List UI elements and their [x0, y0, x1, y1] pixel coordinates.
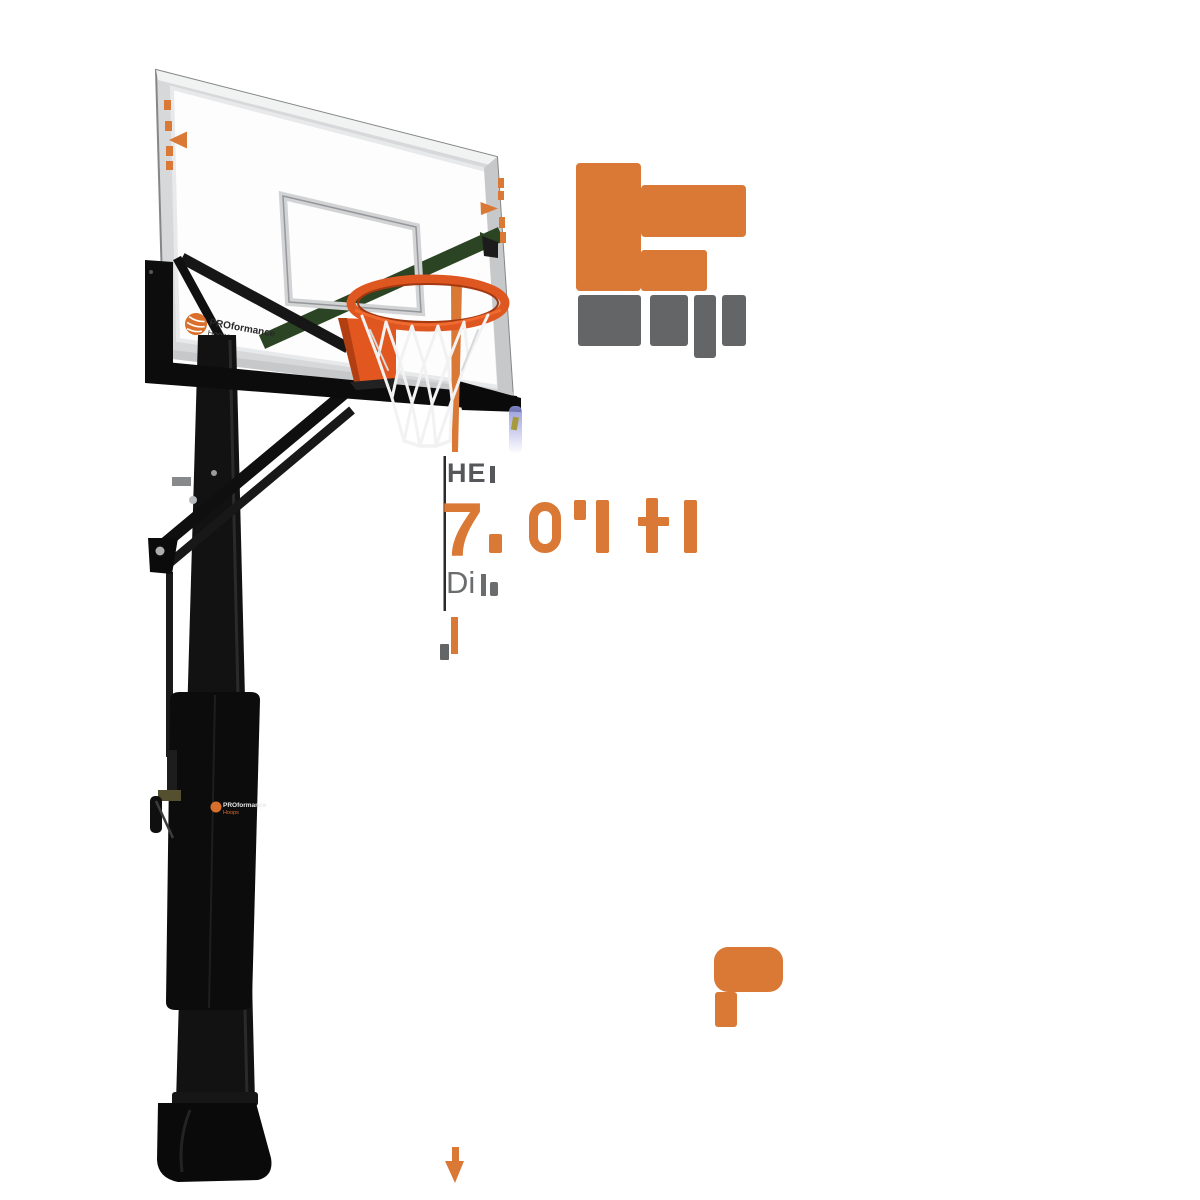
text-fragment-title_top_right	[576, 163, 641, 291]
text-fragment-value_line_extra	[684, 500, 697, 553]
ground-base	[157, 1092, 272, 1182]
linkage-pin	[172, 477, 191, 486]
text-fragment-board_right_dashes	[498, 178, 504, 188]
height-heading-text: HE	[447, 458, 487, 488]
crank-shaft	[167, 750, 177, 796]
front-support-arm	[173, 255, 228, 347]
text-fragment-board_left_dashes	[166, 161, 173, 170]
text-fragment-bottom_right	[714, 947, 783, 992]
text-fragment-board_right_dashes	[498, 191, 504, 200]
text-fragment-value_line_extra	[596, 500, 609, 553]
text-fragment-desc_line_extra	[481, 574, 486, 596]
crank-handle	[150, 750, 181, 839]
text-fragment-subtitle_top_right	[650, 295, 688, 346]
text-fragment-value_line_extra	[489, 534, 502, 553]
pad-logo-ball-icon	[210, 801, 222, 813]
height-adjustment-linkage	[148, 387, 355, 574]
base-collar	[172, 1092, 258, 1106]
text-fragment-value_line_extra	[529, 502, 561, 553]
pole-pad-logo: PROformance Hoops	[210, 801, 267, 816]
ground-arrow-down-icon	[445, 1161, 464, 1183]
base-highlight	[179, 1109, 192, 1173]
text-fragment-board_right_dashes	[499, 217, 505, 228]
pad-seam	[208, 694, 216, 1009]
linkage-bolt-1	[189, 496, 197, 504]
thin-vertical-line	[443, 456, 446, 611]
blue-streak-artifact	[509, 406, 522, 454]
text-fragment-board_right_dashes	[500, 232, 506, 243]
text-fragment-bottom_right	[715, 992, 737, 1027]
adjustment-rod	[166, 572, 173, 757]
arm-bracket-icon	[482, 236, 498, 258]
olive-tick	[510, 416, 519, 431]
pad-logo-brand: PROformance	[223, 802, 267, 809]
rim	[346, 274, 510, 332]
text-fragment-board_left_dashes	[165, 121, 172, 131]
text-fragment-title_top_right	[641, 185, 746, 237]
height-description-text: Di	[446, 565, 476, 600]
text-fragment-mid_column	[440, 644, 449, 660]
linkage-bolt-3	[211, 470, 217, 476]
crank-elbow	[158, 790, 181, 801]
backboard-frame-right-edge	[484, 157, 513, 398]
base-boot	[157, 1103, 272, 1182]
lower-support-arm	[179, 253, 351, 353]
rim-front-highlight	[354, 308, 502, 327]
text-fragment-title_top_right	[641, 250, 707, 291]
text-fragment-board_left_dashes	[164, 100, 171, 110]
text-fragment-board_left_dashes	[166, 146, 173, 156]
width-arrow-left-icon	[169, 131, 187, 149]
rim-inner-shadow	[357, 283, 499, 323]
flange-shadow	[338, 318, 361, 385]
text-fragment-value_line_extra	[574, 500, 586, 520]
text-fragment-subtitle_top_right	[722, 295, 746, 346]
logo-ball-seams	[186, 316, 205, 333]
bottom-edge-pad	[145, 360, 521, 412]
text-fragment-desc_line_extra	[490, 582, 498, 596]
backboard-frame-top-face	[156, 70, 497, 166]
pole-pad: PROformance Hoops	[166, 692, 267, 1010]
text-fragment-subtitle_top_right	[694, 295, 716, 358]
linkage-bracket	[148, 538, 178, 574]
linkage-arm-1	[154, 387, 350, 554]
net	[360, 313, 490, 448]
crank-rod	[154, 800, 175, 839]
net-shadow-strands	[369, 329, 479, 371]
shooter-square-inner-line	[282, 195, 422, 313]
text-fragment-mid_column	[452, 1147, 459, 1163]
pad-bolt	[149, 270, 153, 274]
linkage-bolt-2	[155, 546, 165, 556]
left-edge-pad	[145, 260, 173, 374]
linkage-arm-2	[163, 406, 355, 570]
pad-logo-sub: Hoops	[223, 810, 239, 816]
text-fragment-heading_extra	[490, 466, 495, 483]
bottom-pad-right-corner	[455, 380, 521, 412]
text-fragment-mid_column	[451, 617, 458, 654]
width-arrow-right-icon	[480, 202, 498, 215]
height-value-text: 7	[441, 488, 484, 573]
text-fragment-value_line_extra	[646, 498, 658, 553]
text-fragment-subtitle_top_right	[578, 295, 641, 346]
